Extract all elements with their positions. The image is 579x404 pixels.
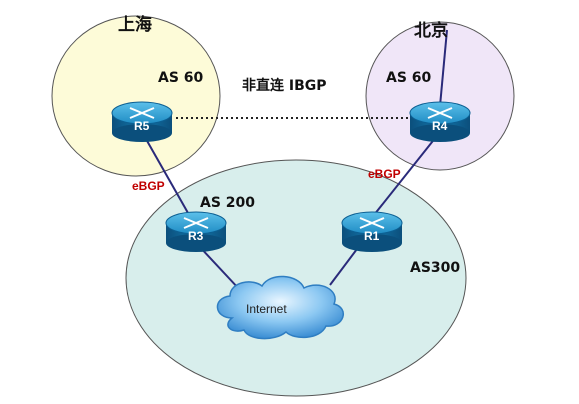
ebgp-label-right: eBGP <box>368 167 401 181</box>
link-r1-internet <box>329 244 361 286</box>
router-r4[interactable]: R4 <box>409 101 471 142</box>
router-r3-label: R3 <box>188 229 204 243</box>
shanghai-city-label: 上海 <box>118 14 152 35</box>
router-arrows-icon <box>183 217 209 229</box>
router-r4-label: R4 <box>432 119 448 133</box>
router-arrows-icon <box>129 107 155 119</box>
router-r5[interactable]: R5 <box>111 101 173 142</box>
internet-cloud: Internet <box>216 275 344 340</box>
router-arrows-icon <box>427 107 453 119</box>
core-as300-label: AS300 <box>410 260 460 276</box>
ibgp-label: 非直连 IBGP <box>242 77 327 94</box>
internet-label: Internet <box>246 302 287 316</box>
router-r3[interactable]: R3 <box>165 211 227 252</box>
link-r4-r1 <box>369 131 441 221</box>
router-r1-label: R1 <box>364 229 380 243</box>
router-r5-label: R5 <box>134 119 150 133</box>
core-as200-label: AS 200 <box>200 195 255 211</box>
link-r5-r3 <box>141 131 193 221</box>
ebgp-label-left: eBGP <box>132 179 165 193</box>
router-arrows-icon <box>359 217 385 229</box>
link-r4-uplink <box>439 29 448 107</box>
router-r1[interactable]: R1 <box>341 211 403 252</box>
link-r3-internet <box>197 244 241 291</box>
shanghai-region <box>51 15 221 177</box>
beijing-as-label: AS 60 <box>386 70 432 86</box>
shanghai-as-label: AS 60 <box>158 70 204 86</box>
beijing-city-label: 北京 <box>414 20 448 41</box>
